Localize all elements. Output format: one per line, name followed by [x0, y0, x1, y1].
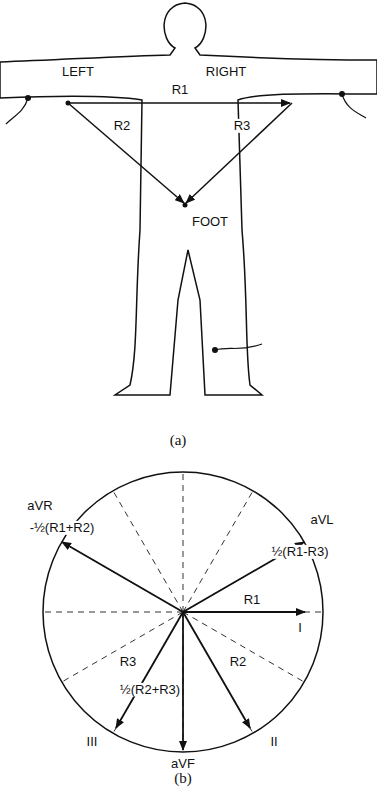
electrode-wire: [6, 98, 28, 124]
axis-formula: ½(R1-R3): [270, 545, 329, 559]
vertex-dot: [183, 203, 188, 208]
limb-label: LEFT: [61, 65, 95, 79]
dashed-spoke: [183, 612, 184, 752]
body-outline: [0, 3, 377, 395]
lead-vector: [68, 103, 184, 203]
dashed-spoke: [113, 491, 183, 612]
lead-vector-label: R3: [233, 119, 252, 133]
dashed-spoke: [113, 612, 183, 733]
dashed-spoke: [183, 612, 323, 613]
reference-circle: [43, 472, 323, 752]
limb-label: RIGHT: [205, 65, 247, 79]
lead-vector-label: R3: [119, 655, 138, 669]
lead-axis: [116, 612, 183, 728]
axis-label: III: [86, 735, 99, 749]
axis-label: aVL: [309, 513, 334, 527]
axis-formula: ½(R2+R3): [119, 683, 181, 697]
lead-vector-label: R1: [243, 593, 262, 607]
lead-axis: [182, 612, 184, 750]
dashed-spoke: [183, 612, 253, 733]
limb-label: FOOT: [191, 215, 229, 229]
axis-label: II: [269, 735, 278, 749]
lead-axis: [183, 612, 250, 728]
lead-axis: [183, 611, 305, 613]
dashed-spoke: [62, 542, 183, 612]
dashed-spoke: [43, 612, 183, 613]
axis-formula: -½(R1+R2): [29, 521, 96, 535]
lead-vector-label: R1: [171, 83, 190, 97]
vertex-dot: [66, 101, 71, 106]
electrode-wire: [215, 344, 262, 350]
dashed-spoke: [183, 472, 184, 612]
dashed-spoke: [62, 612, 183, 682]
lead-vector-label: R2: [229, 655, 248, 669]
dashed-spoke: [183, 612, 304, 682]
electrode-wire: [342, 94, 366, 118]
lead-axis: [62, 542, 183, 612]
axis-label: I: [297, 621, 303, 635]
lead-vector: [68, 102, 290, 104]
panel-label: (b): [173, 770, 193, 787]
axis-label: aVR: [26, 499, 53, 513]
panel-label: (a): [169, 432, 188, 449]
lead-vector: [186, 103, 292, 203]
lead-vector-label: R2: [113, 119, 132, 133]
dashed-spokes: [43, 472, 323, 752]
